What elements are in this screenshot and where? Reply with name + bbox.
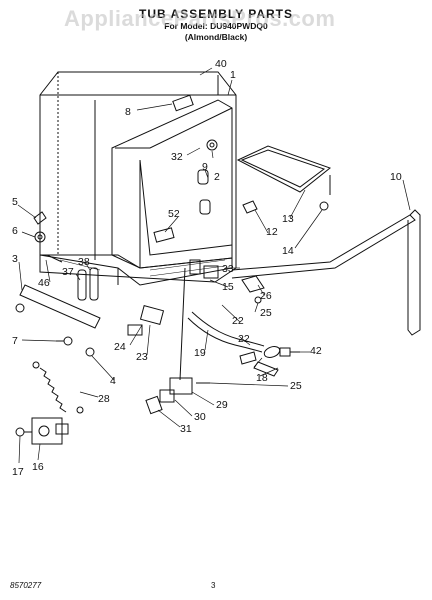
callout-52: 52 xyxy=(168,208,180,220)
callout-26: 26 xyxy=(260,290,272,302)
callout-7: 7 xyxy=(12,335,18,347)
callout-28: 28 xyxy=(98,393,110,405)
callout-46: 46 xyxy=(38,277,50,289)
inlet-valve xyxy=(15,417,69,445)
callout-1: 1 xyxy=(230,69,236,81)
model-number: For Model: DU940PWDQ0 xyxy=(164,21,268,31)
callout-labels: 40 1 8 32 9 2 10 13 12 14 5 6 52 3 33 26… xyxy=(12,58,402,478)
callout-32: 32 xyxy=(171,151,183,163)
callout-38: 38 xyxy=(78,256,90,268)
callout-40: 40 xyxy=(215,58,227,70)
callout-31: 31 xyxy=(180,423,192,435)
callout-8: 8 xyxy=(125,106,131,118)
callout-5: 5 xyxy=(12,196,18,208)
inlet-parts xyxy=(153,94,331,243)
callout-14: 14 xyxy=(282,245,294,257)
door-spring xyxy=(32,361,84,414)
callout-25b: 25 xyxy=(290,380,302,392)
leader-lines xyxy=(17,67,411,464)
callout-12: 12 xyxy=(266,226,278,238)
left-side-parts xyxy=(15,211,101,357)
document-part-number: 8570277 xyxy=(10,581,42,590)
callout-22: 22 xyxy=(232,315,244,327)
callout-16: 16 xyxy=(32,461,44,473)
callout-42: 42 xyxy=(310,345,322,357)
callout-18: 18 xyxy=(256,372,268,384)
callout-33: 33 xyxy=(222,263,234,275)
callout-13: 13 xyxy=(282,213,294,225)
color-variant: (Almond/Black) xyxy=(184,32,248,42)
callout-4: 4 xyxy=(110,375,116,387)
tub-body xyxy=(39,71,237,286)
callout-17: 17 xyxy=(12,466,24,478)
callout-22b: 22 xyxy=(238,333,250,345)
page-number: 3 xyxy=(211,581,216,590)
callout-10: 10 xyxy=(390,171,402,183)
callout-29: 29 xyxy=(216,399,228,411)
page-title: TUB ASSEMBLY PARTS xyxy=(138,7,294,21)
callout-19: 19 xyxy=(194,347,206,359)
callout-3: 3 xyxy=(12,253,18,265)
callout-24: 24 xyxy=(114,341,126,353)
callout-2: 2 xyxy=(214,171,220,183)
callout-9: 9 xyxy=(202,161,208,173)
door-switch xyxy=(145,267,210,415)
callout-23: 23 xyxy=(136,351,148,363)
callout-15: 15 xyxy=(222,281,234,293)
callout-25: 25 xyxy=(260,307,272,319)
callout-37: 37 xyxy=(62,266,74,278)
callout-6: 6 xyxy=(12,225,18,237)
tub-gasket xyxy=(231,209,421,336)
heating-element xyxy=(236,145,332,193)
drain-hose xyxy=(187,311,300,377)
callout-30: 30 xyxy=(194,411,206,423)
